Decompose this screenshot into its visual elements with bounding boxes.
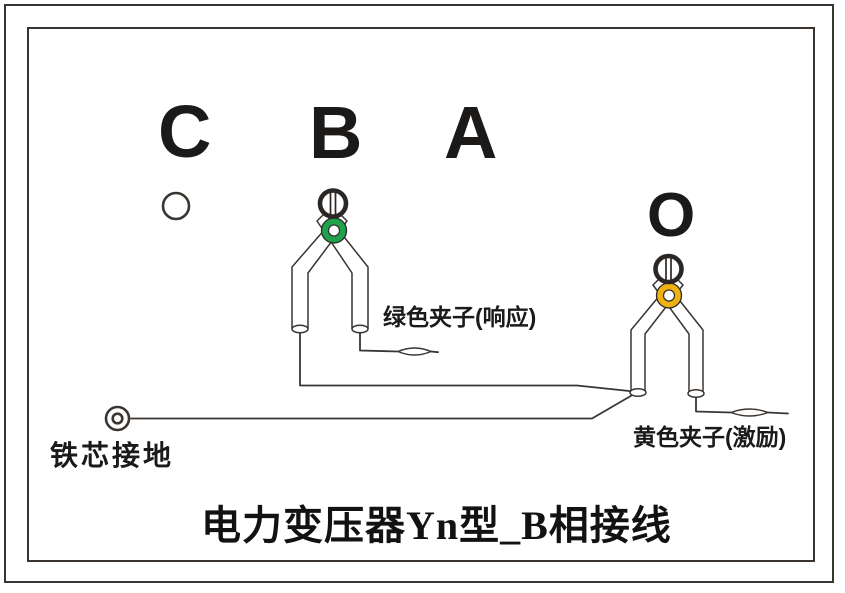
diagram-title: 电力变压器Yn型_B相接线: [201, 503, 672, 548]
excitation-wire-ferrule: [729, 408, 770, 417]
core-ground-terminal: [104, 405, 131, 432]
ground-wire: [130, 392, 636, 420]
yellow-clamp-foot-left: [629, 387, 647, 398]
yellow-clamp-ring-hole: [662, 289, 676, 302]
response-wire-right: [359, 332, 399, 353]
excitation-wire-right: [695, 396, 732, 414]
phase-label-b: B: [309, 91, 363, 174]
green-clamp-label: 绿色夹子(响应): [383, 304, 537, 330]
green-clamp-jaw-circle: [317, 188, 349, 219]
green-clamp-foot-right: [351, 324, 369, 334]
outer-border: [4, 4, 834, 583]
phase-label-a: A: [444, 91, 498, 174]
yellow-clamp-label: 黄色夹子(激励): [633, 424, 787, 450]
yellow-clamp-foot-right: [687, 388, 705, 399]
inner-border: [27, 27, 815, 562]
core-ground-label: 铁芯接地: [50, 440, 175, 471]
green-clamp: [291, 188, 369, 334]
response-wire-ferrule: [396, 347, 433, 356]
green-clamp-ring-hole: [327, 224, 341, 237]
green-clamp-jaw-slot: [329, 192, 337, 216]
phase-label-c: C: [158, 90, 212, 173]
yellow-clamp-jaw-slot: [665, 257, 672, 281]
neutral-label-o: O: [647, 181, 696, 250]
response-wire-left: [299, 332, 635, 393]
response-wire-tail: [430, 350, 439, 354]
terminal-circle-c: [161, 191, 191, 221]
green-clamp-foot-left: [291, 324, 309, 334]
excitation-wire-tail: [767, 411, 789, 415]
yellow-clamp: [629, 253, 705, 399]
yellow-clamp-jaw-circle: [653, 253, 684, 285]
